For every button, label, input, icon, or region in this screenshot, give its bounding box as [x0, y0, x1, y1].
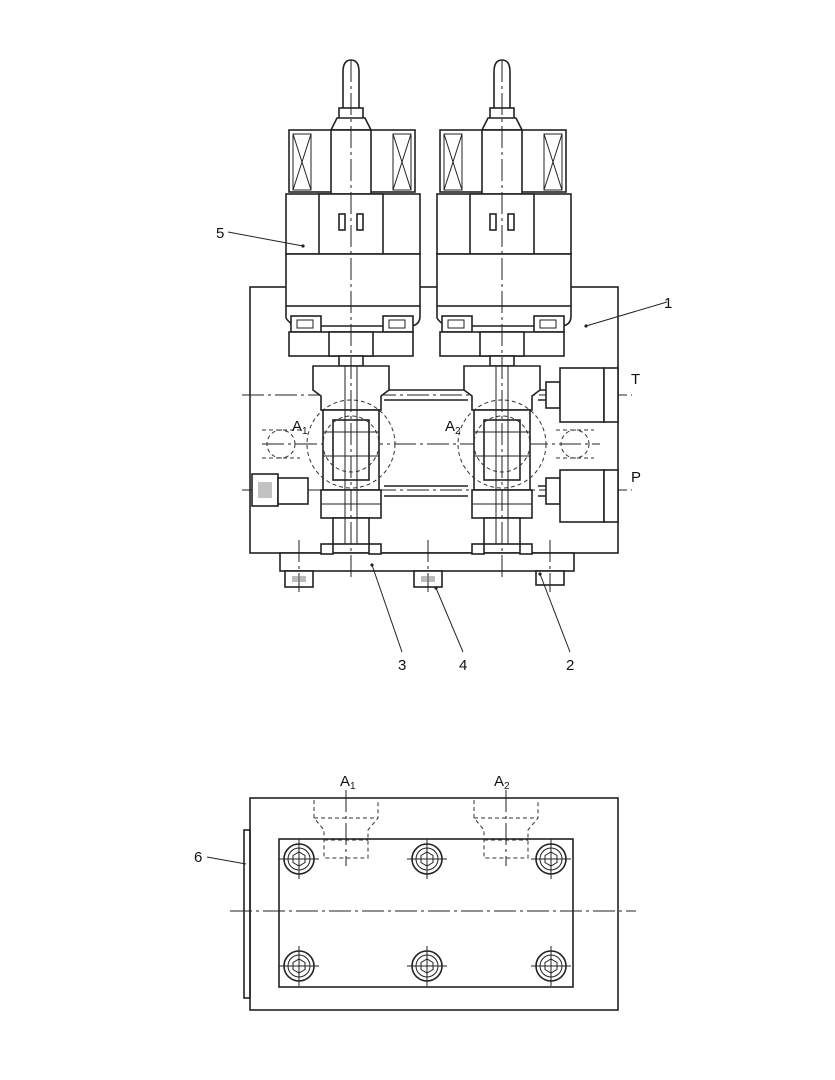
base-plate — [279, 552, 575, 572]
callout-1: 1 — [664, 295, 672, 312]
port-label-a1: A1 — [292, 418, 308, 437]
callout-3: 3 — [398, 657, 406, 674]
port-label-p: P — [631, 469, 641, 486]
subplate — [249, 797, 619, 1011]
callout-2: 2 — [566, 657, 574, 674]
port-label-t: T — [631, 371, 640, 388]
bottom-view: 6 A1 A2 — [194, 773, 636, 1011]
callout-4: 4 — [459, 657, 467, 674]
callout-6: 6 — [194, 849, 202, 866]
port-p-fitting — [545, 469, 619, 523]
left-fitting — [251, 473, 279, 507]
front-view: 5 1 3 4 2 T P A1 A2 — [216, 59, 672, 674]
port-label-a1-bottom: A1 — [340, 773, 356, 792]
callout-5: 5 — [216, 225, 224, 242]
port-label-a2: A2 — [445, 418, 461, 437]
port-t-fitting — [545, 367, 619, 423]
mounting-plate — [278, 838, 574, 988]
port-label-a2-bottom: A2 — [494, 773, 510, 792]
